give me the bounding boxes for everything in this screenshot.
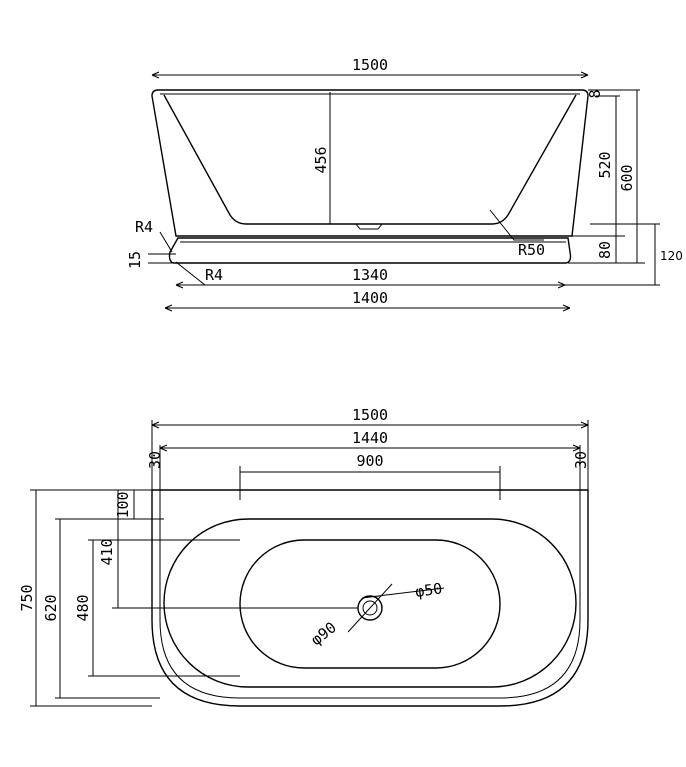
dim-overall-width: 1500 bbox=[352, 406, 388, 424]
dim-drain-offset: 410 bbox=[98, 538, 116, 565]
tub-inner-basin bbox=[163, 94, 577, 225]
dim-back-offset: 100 bbox=[114, 491, 132, 518]
dim-straight-length: 900 bbox=[356, 452, 383, 470]
leader-r50 bbox=[489, 209, 544, 241]
dim-drain-outer: φ90 bbox=[307, 618, 339, 649]
dim-top-width: 1500 bbox=[352, 56, 388, 74]
dim-inner-width: 1440 bbox=[352, 429, 388, 447]
drain-inner-circle bbox=[362, 600, 378, 616]
tub-plinth bbox=[168, 237, 572, 264]
dim-overall-depth: 750 bbox=[18, 584, 36, 611]
dim-radius-bottom: R50 bbox=[518, 241, 545, 259]
leader-r4-lower bbox=[175, 261, 206, 286]
tub-basin-top bbox=[163, 518, 577, 688]
dim-inner-depth: 456 bbox=[312, 146, 330, 173]
tub-wall-inner bbox=[159, 490, 581, 699]
leader-r4-upper bbox=[159, 231, 173, 253]
side-view: 1500 456 R50 R4 15 R4 1340 1400 8 bbox=[126, 56, 683, 312]
top-view: 1500 1440 900 30 30 750 620 480 410 bbox=[18, 406, 590, 707]
dim-side-right: 30 bbox=[572, 451, 590, 469]
dim-plinth-outer: 120 bbox=[660, 249, 683, 263]
dim-side-left: 30 bbox=[146, 451, 164, 469]
dim-inner-depth: 480 bbox=[74, 594, 92, 621]
dim-total-height: 600 bbox=[618, 164, 636, 191]
drain-outlet bbox=[355, 223, 383, 230]
dim-plinth-height: 80 bbox=[596, 241, 614, 259]
dim-mid-depth: 620 bbox=[42, 594, 60, 621]
dim-plinth-small: 15 bbox=[126, 251, 144, 269]
dim-drain-inner: φ50 bbox=[414, 579, 443, 601]
tub-outer-shell bbox=[151, 89, 589, 237]
tub-floor bbox=[239, 539, 501, 669]
dim-bottom-length: 1400 bbox=[352, 289, 388, 307]
dim-inner-height: 520 bbox=[596, 151, 614, 178]
dim-base-length: 1340 bbox=[352, 266, 388, 284]
drain-leaders bbox=[347, 583, 445, 633]
tub-outline-outer bbox=[151, 489, 589, 707]
dim-rim: 8 bbox=[586, 89, 604, 98]
dim-radius-left: R4 bbox=[135, 218, 153, 236]
dim-radius-lower: R4 bbox=[205, 266, 223, 284]
